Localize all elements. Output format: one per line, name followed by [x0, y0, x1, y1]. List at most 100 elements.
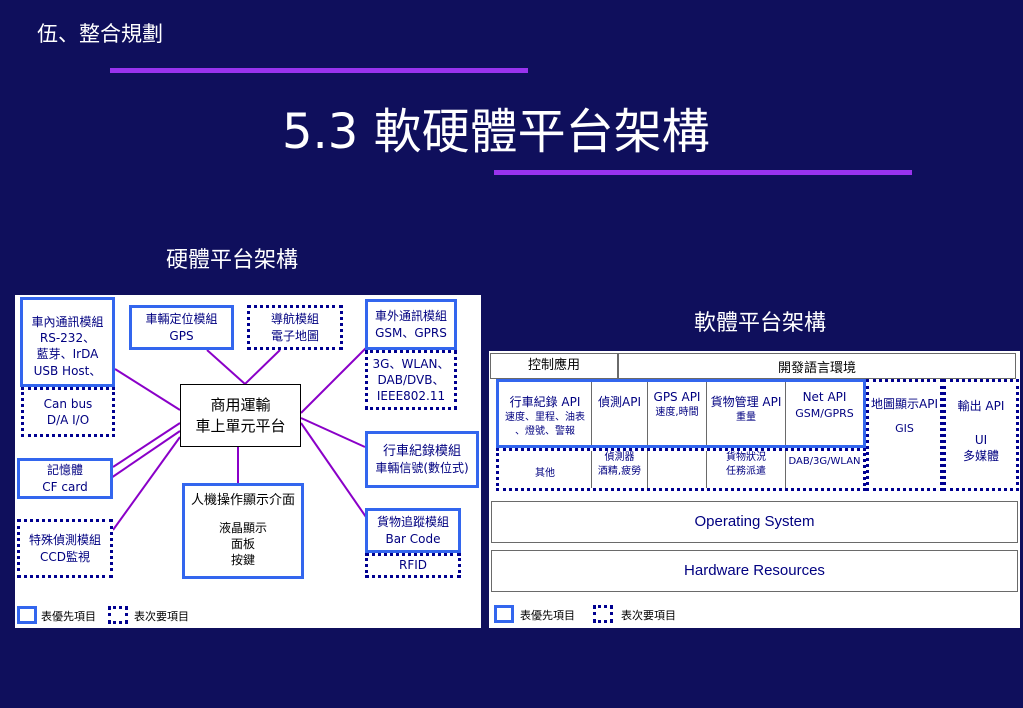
- api-extra-other: 其他: [499, 451, 591, 488]
- in-vehicle-comm-module: 車內通訊模組 RS-232、 藍芽、IrDA USB Host、: [20, 297, 115, 387]
- external-comm-extra-line: IEEE802.11: [376, 389, 446, 404]
- api-title: 行車紀錄 API: [509, 395, 581, 409]
- hardware-diagram-panel: 車內通訊模組 RS-232、 藍芽、IrDA USB Host、 Can bus…: [15, 295, 481, 628]
- center-platform-line: 車上單元平台: [195, 416, 286, 435]
- navigation-sub: 電子地圖: [270, 328, 319, 343]
- api-extra-line: 其他: [535, 468, 555, 479]
- legend-secondary-swatch: [108, 606, 128, 624]
- memory-module: 記憶體 CF card: [17, 458, 113, 499]
- api-title: GPS API: [653, 390, 701, 404]
- memory-title: 記憶體: [46, 463, 83, 478]
- external-comm-extra-line: DAB/DVB、: [377, 372, 445, 387]
- connector-lines: [110, 346, 368, 531]
- api-gps: GPS API 速度,時間: [647, 382, 706, 445]
- api-extra-empty: [647, 451, 706, 488]
- primary-api-group: [496, 379, 866, 448]
- control-app-label: 控制應用: [527, 358, 580, 374]
- external-comm-module: 車外通訊模組 GSM、GPRS: [365, 299, 457, 350]
- cargo-title: 貨物追蹤模組: [376, 515, 449, 530]
- canbus-line: D/A I/O: [46, 413, 90, 427]
- external-comm-extra: 3G、WLAN、 DAB/DVB、 IEEE802.11: [365, 350, 457, 410]
- dev-env-box: 開發語言環境: [618, 353, 1016, 379]
- positioning-sub: GPS: [169, 328, 194, 343]
- output-api-box: 輸出 API UI 多媒體: [943, 379, 1019, 491]
- navigation-title: 導航模組: [270, 312, 319, 327]
- positioning-title: 車輛定位模組: [145, 312, 218, 327]
- software-diagram-panel: 控制應用 開發語言環境 行車紀錄 API 速度、里程、油表 、燈號、警報 偵測A…: [489, 351, 1020, 628]
- output-api-sub: 多媒體: [962, 449, 999, 464]
- api-extra-line: 任務派遣: [726, 466, 766, 477]
- api-cargo: 貨物管理 API 重量: [706, 382, 785, 445]
- legend-primary-label: 表優先項目: [41, 610, 96, 623]
- special-detection-module: 特殊偵測模組 CCD監視: [17, 519, 113, 578]
- section-label: 伍、整合規劃: [37, 22, 163, 46]
- cargo-tracking-module: 貨物追蹤模組 Bar Code: [365, 508, 461, 553]
- rfid-label: RFID: [398, 558, 428, 573]
- api-detection: 偵測API: [591, 382, 647, 445]
- os-layer: Operating System: [491, 501, 1018, 543]
- map-api-title: 地圖顯示API: [871, 397, 938, 411]
- external-comm-extra-line: 3G、WLAN、: [372, 356, 450, 371]
- api-title: Net API: [802, 390, 847, 404]
- in-vehicle-comm-line: USB Host、: [33, 363, 102, 378]
- api-net: Net API GSM/GPRS: [785, 382, 863, 445]
- api-extra-net: DAB/3G/WLAN: [785, 451, 863, 488]
- hmi-line: 面板: [230, 536, 255, 551]
- os-label: Operating System: [694, 512, 815, 530]
- hmi-line: 按鍵: [230, 552, 255, 567]
- map-api-sub: GIS: [895, 422, 914, 436]
- in-vehicle-comm-title: 車內通訊模組: [31, 315, 104, 329]
- in-vehicle-comm-line: RS-232、: [39, 331, 96, 346]
- recorder-title: 行車紀錄模組: [382, 443, 461, 459]
- external-comm-line: GSM、GPRS: [375, 325, 447, 340]
- cargo-sub: Bar Code: [385, 531, 441, 546]
- canbus-line: Can bus: [43, 396, 93, 411]
- api-extra-line: 貨物狀況: [726, 452, 766, 463]
- software-heading: 軟體平台架構: [694, 311, 827, 336]
- api-title: 貨物管理 API: [710, 395, 782, 409]
- hardware-heading: 硬體平台架構: [166, 248, 299, 273]
- center-platform: 商用運輸 車上單元平台: [180, 384, 301, 447]
- legend-secondary-label: 表次要項目: [621, 609, 676, 622]
- hmi-title: 人機操作顯示介面: [190, 493, 295, 508]
- navigation-module: 導航模組 電子地圖: [247, 305, 343, 350]
- api-extra-cargo: 貨物狀況 任務派遣: [706, 451, 785, 488]
- api-sub: GSM/GPRS: [795, 406, 854, 420]
- in-vehicle-comm-line: 藍芽、IrDA: [36, 347, 99, 362]
- api-extra-line: DAB/3G/WLAN: [788, 456, 861, 467]
- api-sub: 重量: [736, 411, 756, 423]
- special-detection-title: 特殊偵測模組: [28, 533, 101, 548]
- hw-resources-label: Hardware Resources: [684, 561, 825, 579]
- hmi-line: 液晶顯示: [218, 520, 267, 535]
- vehicle-positioning-module: 車輛定位模組 GPS: [129, 305, 234, 350]
- api-driving-recorder: 行車紀錄 API 速度、里程、油表 、燈號、警報: [499, 382, 591, 445]
- dev-env-label: 開發語言環境: [777, 361, 856, 377]
- accent-bar-bottom: [494, 170, 912, 175]
- api-sub: 速度,時間: [655, 406, 699, 418]
- api-sub: 速度、里程、油表: [505, 411, 585, 423]
- legend-primary-swatch: [17, 606, 37, 624]
- canbus-module: Can bus D/A I/O: [21, 387, 115, 437]
- api-extra-detector: 偵測器 酒精,疲勞: [591, 451, 647, 488]
- legend-secondary-label: 表次要項目: [134, 610, 189, 623]
- output-api-title: 輸出 API: [957, 399, 1005, 413]
- rfid-module: RFID: [365, 553, 461, 578]
- special-detection-sub: CCD監視: [40, 549, 90, 564]
- legend-secondary-swatch: [593, 605, 613, 623]
- page-title: 5.3 軟硬體平台架構: [282, 104, 710, 160]
- api-extra-line: 酒精,疲勞: [597, 466, 642, 477]
- hmi-module: 人機操作顯示介面 液晶顯示 面板 按鍵: [182, 483, 304, 579]
- api-extra-line: 偵測器: [604, 452, 635, 463]
- api-title: 偵測API: [598, 395, 641, 409]
- external-comm-title: 車外通訊模組: [374, 309, 447, 324]
- accent-bar-top: [110, 68, 528, 73]
- legend-primary-label: 表優先項目: [520, 609, 575, 622]
- secondary-api-group: [496, 448, 866, 491]
- map-api-box: 地圖顯示API GIS: [866, 379, 943, 491]
- control-app-box: 控制應用: [490, 353, 618, 379]
- recorder-sub: 車輛信號(數位式): [375, 461, 469, 476]
- hw-resources-layer: Hardware Resources: [491, 550, 1018, 592]
- driving-recorder-module: 行車紀錄模組 車輛信號(數位式): [365, 431, 479, 488]
- legend-primary-swatch: [494, 605, 514, 623]
- center-platform-line: 商用運輸: [210, 396, 271, 415]
